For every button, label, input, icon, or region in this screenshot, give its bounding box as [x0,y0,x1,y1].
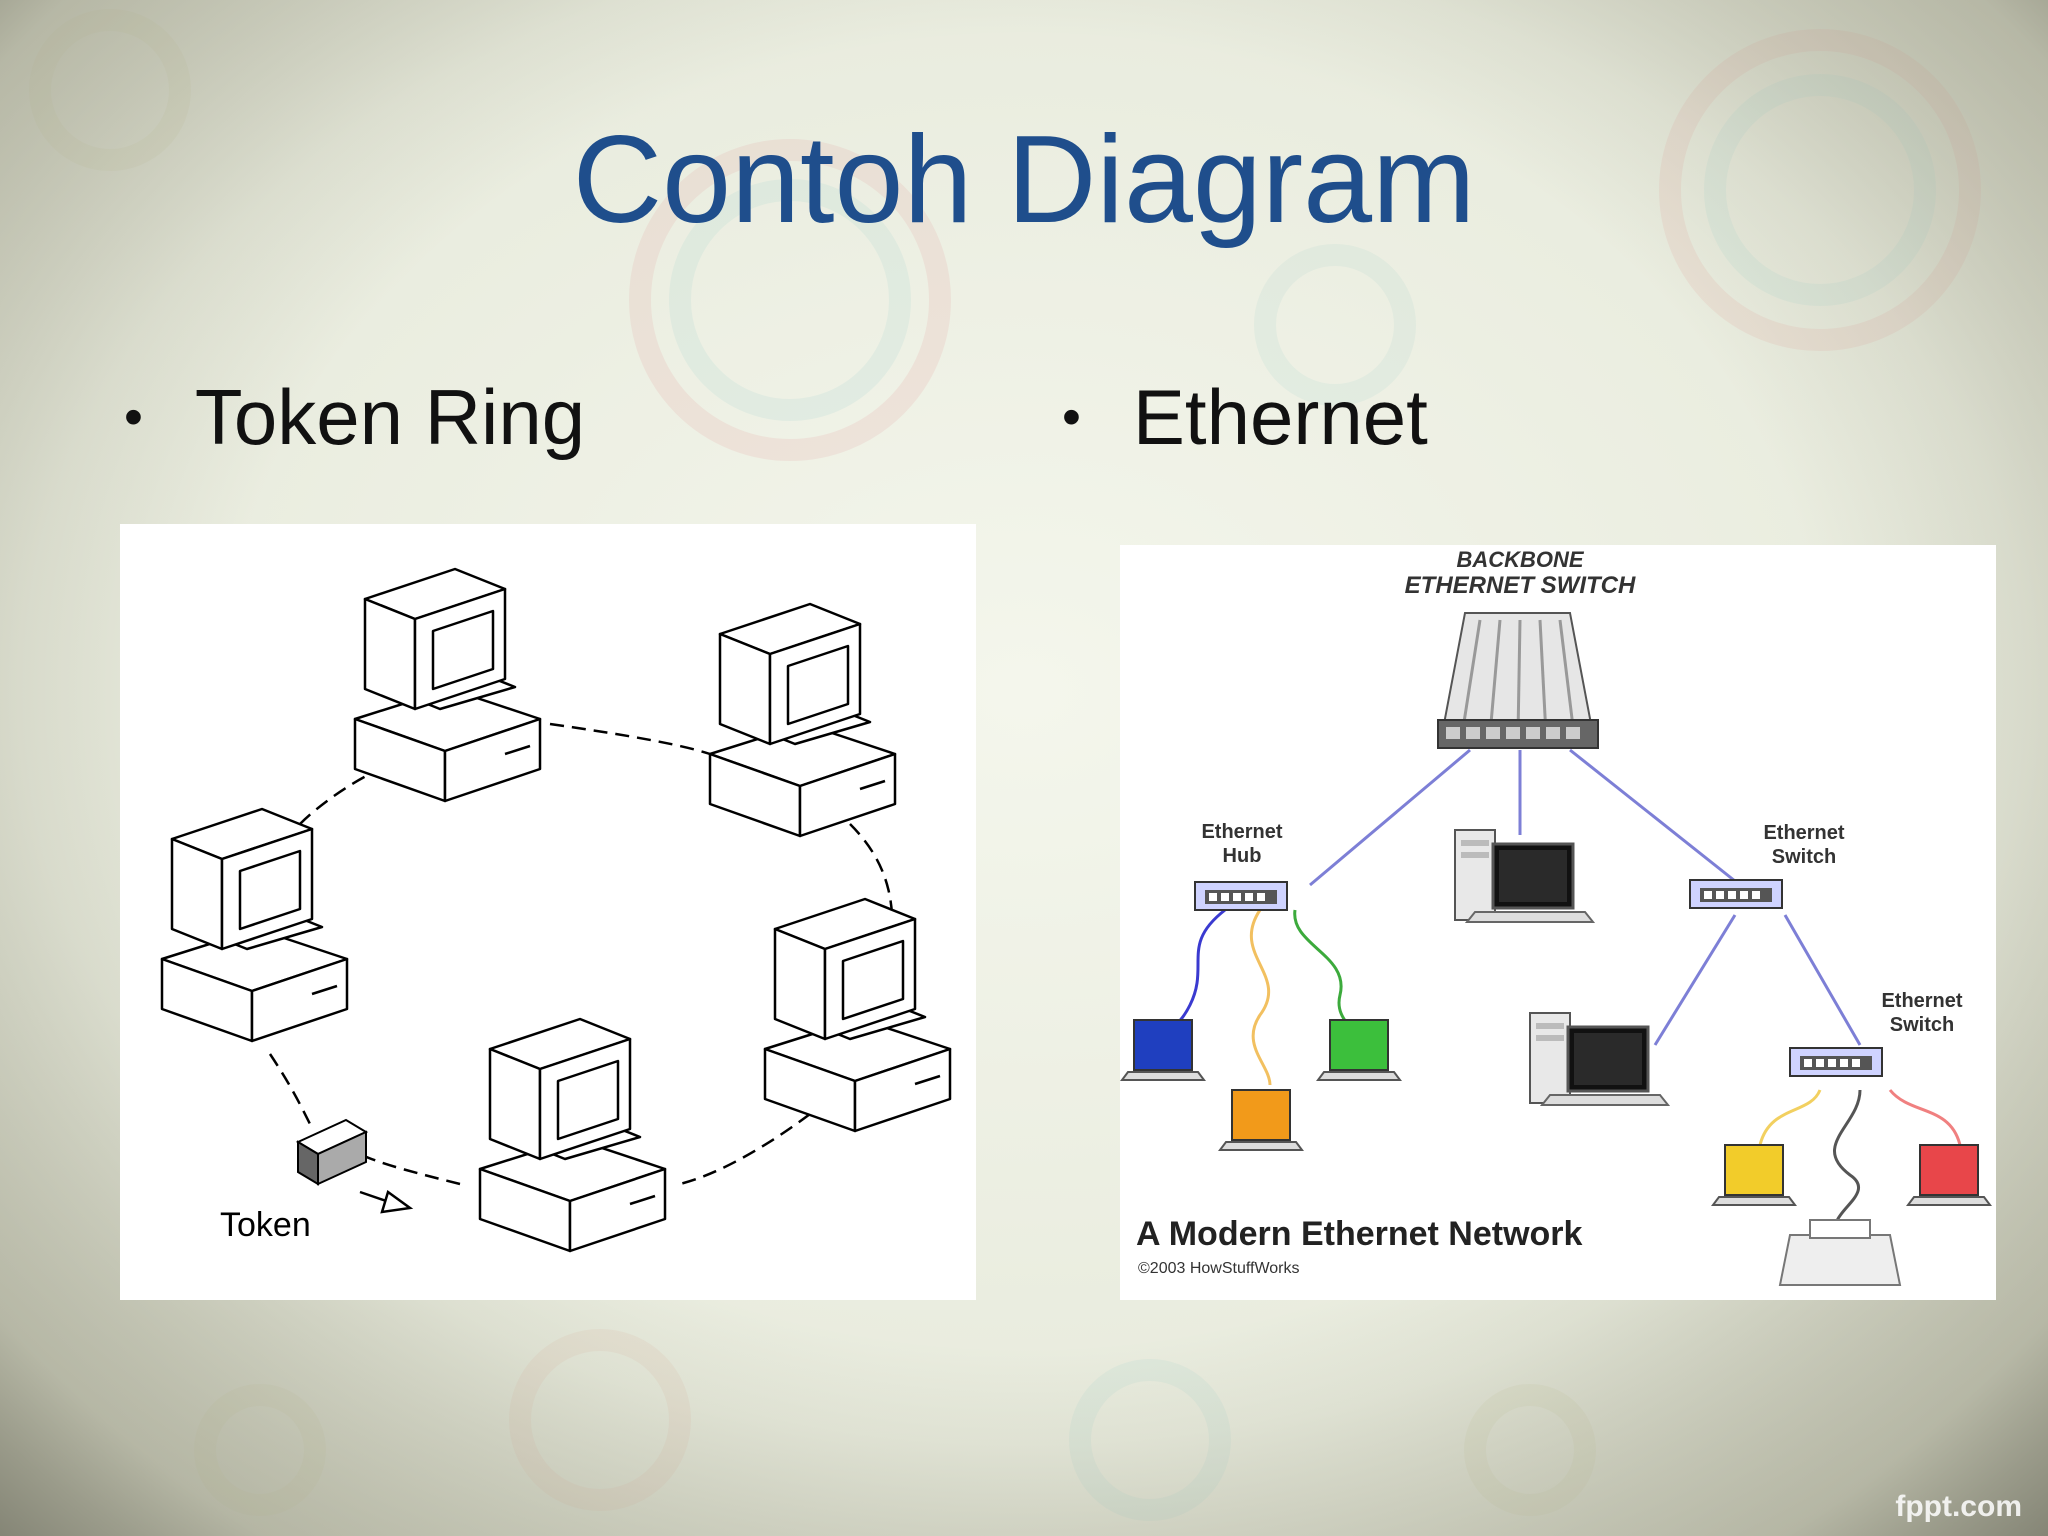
footer-watermark: fppt.com [1895,1490,2022,1523]
switch1-label-line1: Ethernet [1763,822,1844,844]
ethernet-switch-2-icon [1789,1047,1883,1077]
bullet-text: Ethernet [1132,373,1428,461]
bullet-token-ring: • Token Ring [124,378,585,456]
laptop-yellow-icon [1712,1144,1796,1206]
ethernet-switch-1-icon [1689,879,1783,909]
token-label: Token [220,1206,311,1244]
bullet-text: Token Ring [194,373,586,461]
ethernet-diagram: BACKBONE ETHERNET SWITCH [1120,545,1996,1300]
token-ring-diagram: Token [120,524,976,1300]
bullet-dot: • [1062,387,1081,447]
token-block [295,1118,369,1186]
slide-title: Contoh Diagram [572,111,1476,249]
laptop-green-icon [1317,1019,1401,1081]
desktop-computer-icon [1528,1011,1670,1107]
token-arrow-icon [359,1189,414,1214]
backbone-label-line2: ETHERNET SWITCH [1405,572,1636,599]
ethernet-copyright: ©2003 HowStuffWorks [1138,1260,1300,1277]
switch2-label-line2: Switch [1890,1014,1954,1036]
switch1-label-line2: Switch [1772,846,1836,868]
backbone-switch-icon [1437,612,1599,749]
desktop-computer-icon [1453,828,1595,924]
laptop-orange-icon [1219,1089,1303,1151]
ethernet-svg: BACKBONE ETHERNET SWITCH [1121,547,1991,1286]
backbone-label-line1: BACKBONE [1456,547,1584,572]
ethernet-caption: A Modern Ethernet Network [1136,1215,1583,1253]
hub-label-line2: Hub [1223,845,1262,867]
printer-icon [1778,1219,1902,1286]
ethernet-hub-icon [1194,881,1288,911]
hub-label-line1: Ethernet [1201,821,1282,843]
switch2-label-line1: Ethernet [1881,990,1962,1012]
laptop-red-icon [1907,1144,1991,1206]
bullet-dot: • [124,387,143,447]
token-ring-svg: Token [160,567,952,1253]
bullet-ethernet: • Ethernet [1062,378,1428,456]
laptop-blue-icon [1121,1019,1205,1081]
